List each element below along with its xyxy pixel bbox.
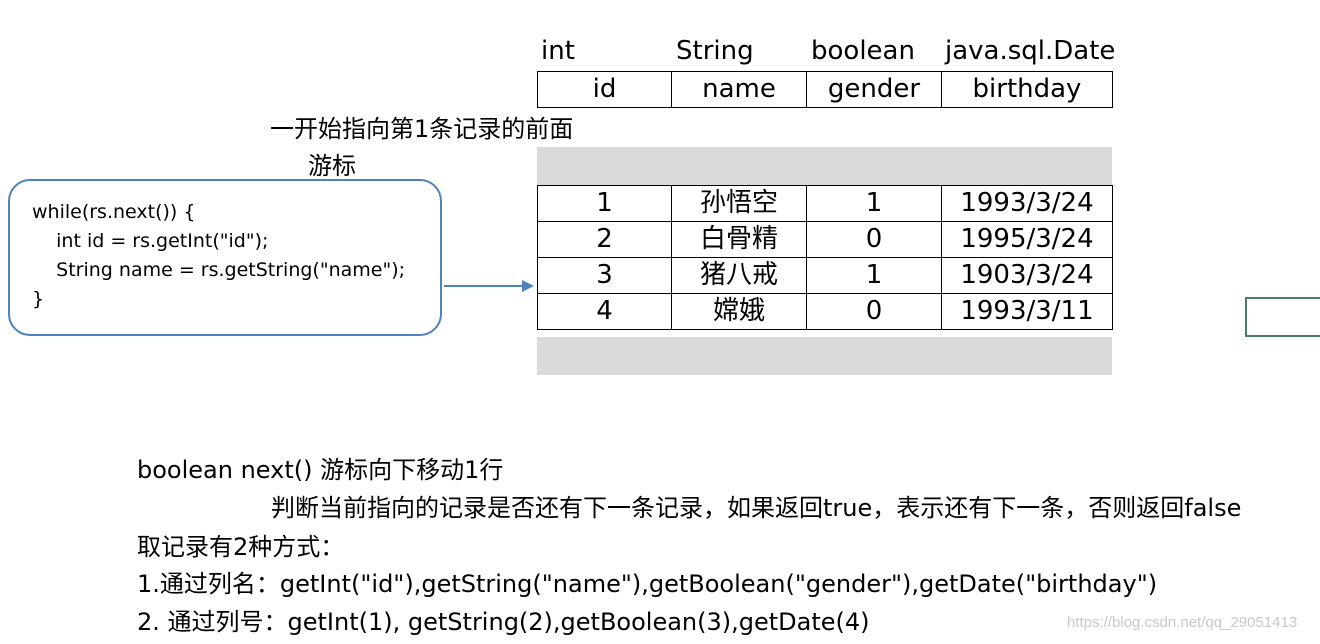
cell-gender: 0 [806, 221, 942, 258]
result-set-table: 1 孙悟空 1 1993/3/24 2 白骨精 0 1995/3/24 3 猪八… [537, 185, 1113, 330]
cell-name: 嫦娥 [671, 293, 807, 330]
cell-id: 1 [537, 185, 672, 222]
column-type-birthday: java.sql.Date [945, 36, 1116, 66]
cell-name: 猪八戒 [671, 257, 807, 294]
green-outline-box [1245, 297, 1320, 337]
cell-name: 孙悟空 [671, 185, 807, 222]
code-line: int id = rs.getInt("id"); [32, 230, 269, 252]
cell-gender: 1 [806, 185, 942, 222]
cell-gender: 0 [806, 293, 942, 330]
retrieval-by-column-name: 1.通过列名：getInt("id"),getString("name"),ge… [137, 570, 1158, 598]
header-cell-id: id [537, 71, 672, 108]
column-header-table: id name gender birthday [537, 71, 1113, 108]
code-snippet-box: while(rs.next()) { int id = rs.getInt("i… [8, 179, 442, 336]
next-method-description: boolean next() 游标向下移动1行 [137, 456, 504, 484]
arrow-icon [444, 280, 534, 292]
column-type-id: int [541, 36, 575, 66]
header-row: id name gender birthday [537, 71, 1113, 108]
header-cell-name: name [671, 71, 807, 108]
column-type-gender: boolean [811, 36, 915, 66]
header-cell-gender: gender [806, 71, 942, 108]
code-line: } [32, 288, 45, 310]
before-first-row-band [537, 147, 1112, 185]
cell-birthday: 1993/3/11 [941, 293, 1113, 330]
cell-id: 4 [537, 293, 672, 330]
after-last-row-band [537, 337, 1112, 375]
code-line: String name = rs.getString("name"); [32, 259, 406, 281]
column-type-name: String [676, 36, 754, 66]
cell-gender: 1 [806, 257, 942, 294]
retrieval-by-column-index: 2. 通过列号：getInt(1), getString(2),getBoole… [137, 608, 870, 636]
next-return-description: 判断当前指向的记录是否还有下一条记录，如果返回true，表示还有下一条，否则返回… [271, 494, 1242, 522]
cell-id: 3 [537, 257, 672, 294]
code-line: while(rs.next()) { [32, 201, 196, 223]
cell-birthday: 1903/3/24 [941, 257, 1113, 294]
table-row: 3 猪八戒 1 1903/3/24 [537, 257, 1113, 294]
cell-birthday: 1993/3/24 [941, 185, 1113, 222]
cell-name: 白骨精 [671, 221, 807, 258]
table-row: 4 嫦娥 0 1993/3/11 [537, 293, 1113, 330]
retrieval-ways-heading: 取记录有2种方式： [137, 533, 345, 561]
table-row: 1 孙悟空 1 1993/3/24 [537, 185, 1113, 222]
cell-birthday: 1995/3/24 [941, 221, 1113, 258]
cursor-label: 游标 [308, 152, 356, 180]
watermark: https://blog.csdn.net/qq_29051413 [1067, 614, 1298, 631]
cell-id: 2 [537, 221, 672, 258]
table-row: 2 白骨精 0 1995/3/24 [537, 221, 1113, 258]
header-cell-birthday: birthday [941, 71, 1113, 108]
cursor-start-note: 一开始指向第1条记录的前面 [270, 115, 574, 143]
